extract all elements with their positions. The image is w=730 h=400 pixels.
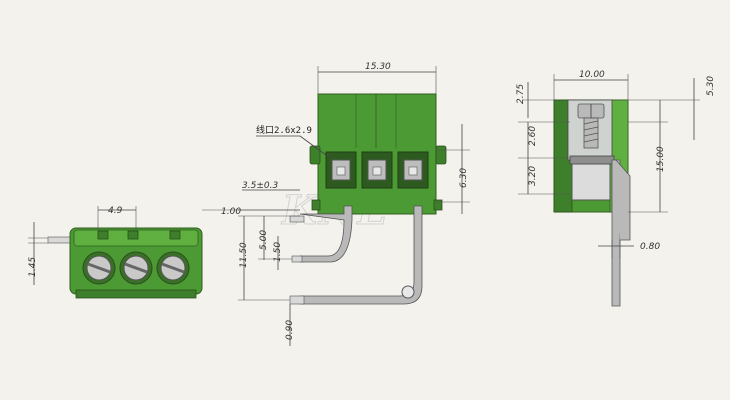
- bottom-view-pin: [47, 236, 71, 244]
- dim-front-pin-offset: 1.00: [221, 207, 241, 217]
- front-view-pin-stub: [289, 215, 305, 223]
- dim-front-width: 15.30: [365, 62, 391, 72]
- dim-side-pin: 0.80: [640, 242, 660, 252]
- front-view: 15.30 线口2.6x2.9 6.30 3.5±0.3 1.00 11.50 …: [221, 62, 470, 346]
- dim-side-width: 10.00: [579, 70, 605, 80]
- wire-entry: [325, 151, 357, 189]
- side-view: 10.00 2.75 2.60 3.20 5.30 15.00 0.80: [516, 70, 716, 307]
- dim-side-right: 5.30: [706, 76, 716, 96]
- front-view-lug: [311, 199, 321, 211]
- bottom-view: 4.9 1.45: [28, 206, 240, 299]
- front-view-pin-stub: [289, 295, 305, 305]
- screw-head: [156, 251, 190, 285]
- bottom-view-slot: [97, 230, 109, 240]
- dim-front-pitch: 3.5±0.3: [242, 181, 278, 191]
- screw-head: [119, 251, 153, 285]
- wire-entry: [361, 151, 393, 189]
- dim-bottom-pitch: 4.9: [108, 206, 123, 216]
- bottom-view-foot: [75, 289, 197, 299]
- screw-head: [82, 251, 116, 285]
- dim-side-opening: 3.20: [528, 166, 538, 186]
- bottom-view-slot: [127, 230, 139, 240]
- bottom-view-slot: [169, 230, 181, 240]
- side-view-clamp-box: [571, 163, 611, 201]
- dim-bottom-height: 1.45: [28, 257, 38, 277]
- note-cable-opening: 线口2.6x2.9: [256, 124, 312, 136]
- dim-front-pin-a: 5.00: [259, 230, 269, 250]
- front-view-pin-stub: [291, 255, 303, 263]
- side-view-clamp-plate: [569, 155, 615, 165]
- front-view-lug: [309, 145, 321, 165]
- dim-side-top: 2.75: [516, 84, 526, 104]
- wire-entry: [397, 151, 429, 189]
- side-view-pin-bend: [615, 159, 631, 241]
- dim-side-height: 15.00: [656, 146, 666, 172]
- front-view-lug: [433, 199, 443, 211]
- dim-side-clamp: 2.60: [528, 126, 538, 146]
- dim-front-height: 6.30: [459, 168, 469, 188]
- front-view-pin-short: [299, 205, 353, 263]
- dim-front-pin-b: 1.50: [273, 242, 283, 262]
- dim-front-pin-height: 11.50: [239, 242, 249, 268]
- front-view-lug: [435, 145, 447, 165]
- dim-front-pin-thickness: 0.90: [285, 320, 295, 340]
- front-view-pin-hole: [401, 285, 415, 299]
